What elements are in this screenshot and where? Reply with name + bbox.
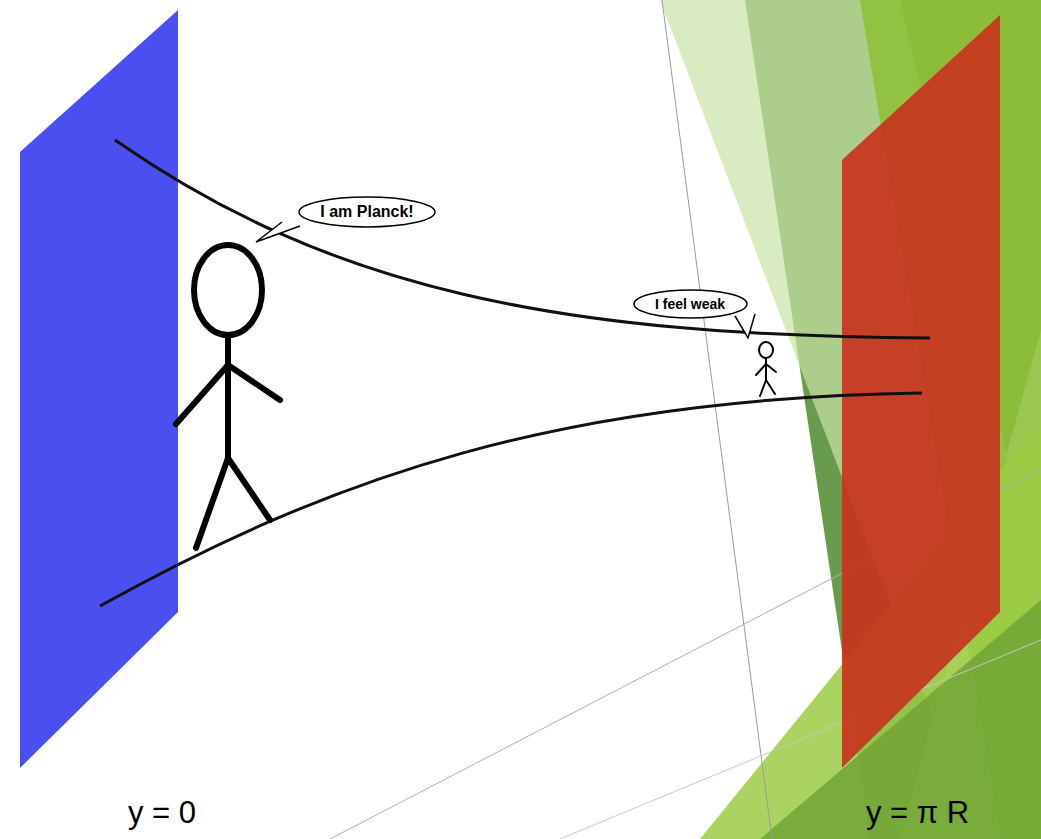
tev-brane (842, 15, 1000, 768)
speech-text: I feel weak (655, 296, 725, 312)
brane-position-label: y = 0 (128, 795, 196, 831)
small-stick-figure (756, 342, 776, 396)
brane-position-label: y = π R (866, 795, 969, 831)
thin-line (662, 0, 772, 839)
theme-triangle (660, 0, 1041, 839)
speech-bubble: I feel weak (633, 289, 748, 319)
bubble-tail (735, 314, 755, 338)
thin-line (560, 640, 1041, 839)
throat-curve (100, 393, 922, 606)
throat-curve (115, 140, 930, 338)
speech-text: I am Planck! (320, 203, 413, 221)
speech-bubble: I am Planck! (298, 196, 436, 228)
bubble-tail (256, 222, 300, 242)
big-stick-figure (176, 245, 280, 548)
planck-brane (20, 10, 178, 768)
